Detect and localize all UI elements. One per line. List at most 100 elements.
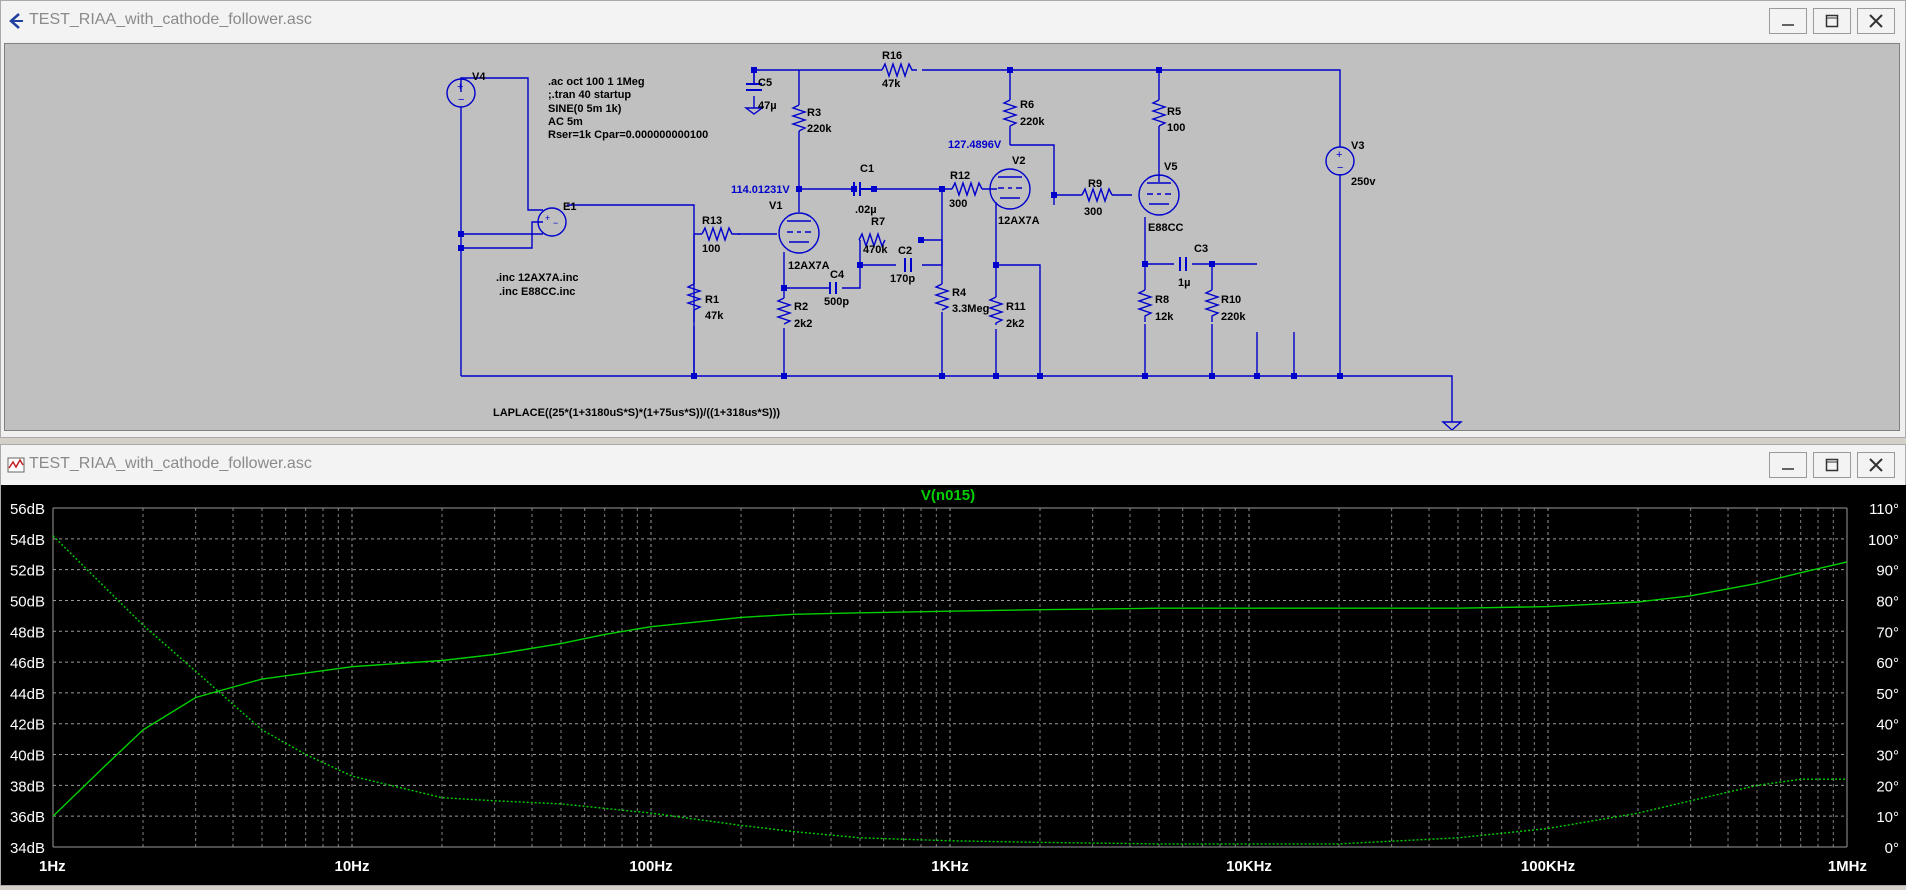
x-tick-label: 1KHz [931, 858, 969, 875]
c5-ground-symbol [743, 107, 765, 115]
left-tick-label: 42dB [10, 717, 45, 734]
left-tick-label: 44dB [10, 686, 45, 703]
label-r12: R12 [950, 170, 970, 182]
label-r9: R9 [1088, 178, 1102, 190]
directive-tran: ;.tran 40 startup [548, 89, 631, 101]
svg-text:−: − [1337, 162, 1343, 174]
label-v4: V4 [472, 71, 486, 83]
x-tick-label: 100KHz [1521, 858, 1575, 875]
label-r13: R13 [702, 215, 722, 227]
value-r16: 47k [882, 78, 901, 90]
value-r12: 300 [949, 198, 967, 210]
label-c3: C3 [1194, 243, 1208, 255]
node-voltage-labels: 127.4896V 114.01231V [731, 139, 1002, 196]
svg-text:+: + [545, 213, 550, 223]
value-r6: 220k [1020, 116, 1045, 128]
close-icon [1869, 458, 1883, 472]
plot-series [52, 535, 1848, 845]
right-tick-label: 70° [1876, 624, 1899, 641]
minimize-button[interactable] [1769, 8, 1807, 34]
schematic-canvas[interactable]: +− +− +− [4, 43, 1900, 431]
close-button[interactable] [1857, 8, 1895, 34]
label-c4: C4 [830, 269, 845, 281]
schematic-window: TEST_RIAA_with_cathode_follower.asc [0, 0, 1906, 438]
laplace-expression: LAPLACE((25*(1+3180uS*S)*(1+75us*S))/((1… [493, 407, 780, 419]
bode-plot[interactable]: 56dB54dB52dB50dB48dB46dB44dB42dB40dB38dB… [1, 485, 1906, 885]
x-tick-label: 10KHz [1226, 858, 1272, 875]
model-v1: 12AX7A [788, 260, 830, 272]
right-axis-ticks: 110°100°90°80°70°60°50°40°30°20°10°0° [1868, 501, 1899, 857]
value-c4: 500p [824, 296, 849, 308]
right-tick-label: 80° [1876, 593, 1899, 610]
schematic-window-title: TEST_RIAA_with_cathode_follower.asc [29, 11, 312, 28]
x-tick-label: 100Hz [629, 858, 672, 875]
label-e1: E1 [563, 201, 576, 213]
plot-window: TEST_RIAA_with_cathode_follower.asc 56dB… [0, 444, 1906, 886]
plot-grid [52, 507, 1848, 848]
label-r11: R11 [1006, 301, 1026, 313]
right-tick-label: 10° [1876, 809, 1899, 826]
left-tick-label: 48dB [10, 624, 45, 641]
label-r8: R8 [1155, 294, 1169, 306]
source-signs: +− +− +− [457, 81, 1343, 228]
include-e88cc: .inc E88CC.inc [499, 286, 575, 298]
value-r11: 2k2 [1006, 318, 1024, 330]
left-tick-label: 34dB [10, 840, 45, 857]
directive-ac-amp: AC 5m [548, 116, 583, 128]
x-tick-label: 10Hz [334, 858, 369, 875]
right-tick-label: 20° [1876, 778, 1899, 795]
minimize-icon [1782, 24, 1794, 26]
value-r7: 470k [863, 244, 888, 256]
left-tick-label: 56dB [10, 501, 45, 518]
schematic-drawing[interactable]: +− +− +− [5, 44, 1899, 431]
right-tick-label: 90° [1876, 563, 1899, 580]
junction-dots [458, 67, 1343, 379]
label-r1: R1 [705, 294, 719, 306]
value-c2: 170p [890, 273, 915, 285]
label-v2: V2 [1012, 155, 1025, 167]
label-c2: C2 [898, 245, 912, 257]
waveform-app-icon [7, 457, 25, 473]
label-r4: R4 [952, 287, 967, 299]
right-tick-label: 110° [1869, 501, 1899, 518]
include-12ax7a: .inc 12AX7A.inc [496, 272, 579, 284]
svg-text:−: − [458, 94, 464, 106]
restore-icon [1825, 458, 1839, 472]
left-tick-label: 54dB [10, 532, 45, 549]
value-r9: 300 [1084, 206, 1102, 218]
value-r13: 100 [702, 243, 720, 255]
label-c5: C5 [758, 77, 772, 89]
schematic-titlebar[interactable]: TEST_RIAA_with_cathode_follower.asc [1, 1, 1905, 41]
value-r3: 220k [807, 123, 832, 135]
value-r2: 2k2 [794, 318, 812, 330]
plot-background [1, 485, 1906, 885]
plot-restore-button[interactable] [1813, 452, 1851, 478]
model-v2: 12AX7A [998, 215, 1040, 227]
plot-close-button[interactable] [1857, 452, 1895, 478]
plot-titlebar[interactable]: TEST_RIAA_with_cathode_follower.asc [1, 445, 1905, 485]
schematic-resistors [685, 61, 1221, 325]
x-tick-label: 1MHz [1828, 858, 1867, 875]
spice-directives: .ac oct 100 1 1Meg ;.tran 40 startup SIN… [493, 76, 780, 419]
label-v3: V3 [1351, 140, 1364, 152]
directive-rser: Rser=1k Cpar=0.000000000100 [548, 129, 708, 141]
ground-symbol [1441, 421, 1463, 431]
value-r4: 3.3Meg [952, 303, 989, 315]
label-r3: R3 [807, 107, 821, 119]
value-r1: 47k [705, 310, 724, 322]
schematic-wires [460, 69, 1453, 422]
svg-text:+: + [1336, 149, 1342, 161]
value-c3: 1µ [1178, 277, 1190, 289]
right-tick-label: 50° [1876, 686, 1899, 703]
value-c1: .02µ [855, 204, 877, 216]
left-axis-ticks: 56dB54dB52dB50dB48dB46dB44dB42dB40dB38dB… [10, 501, 45, 857]
label-v5: V5 [1164, 161, 1177, 173]
right-tick-label: 60° [1876, 655, 1899, 672]
trace-label[interactable]: V(n015) [921, 487, 975, 504]
plot-minimize-button[interactable] [1769, 452, 1807, 478]
restore-button[interactable] [1813, 8, 1851, 34]
left-tick-label: 50dB [10, 593, 45, 610]
value-r8: 12k [1155, 311, 1174, 323]
